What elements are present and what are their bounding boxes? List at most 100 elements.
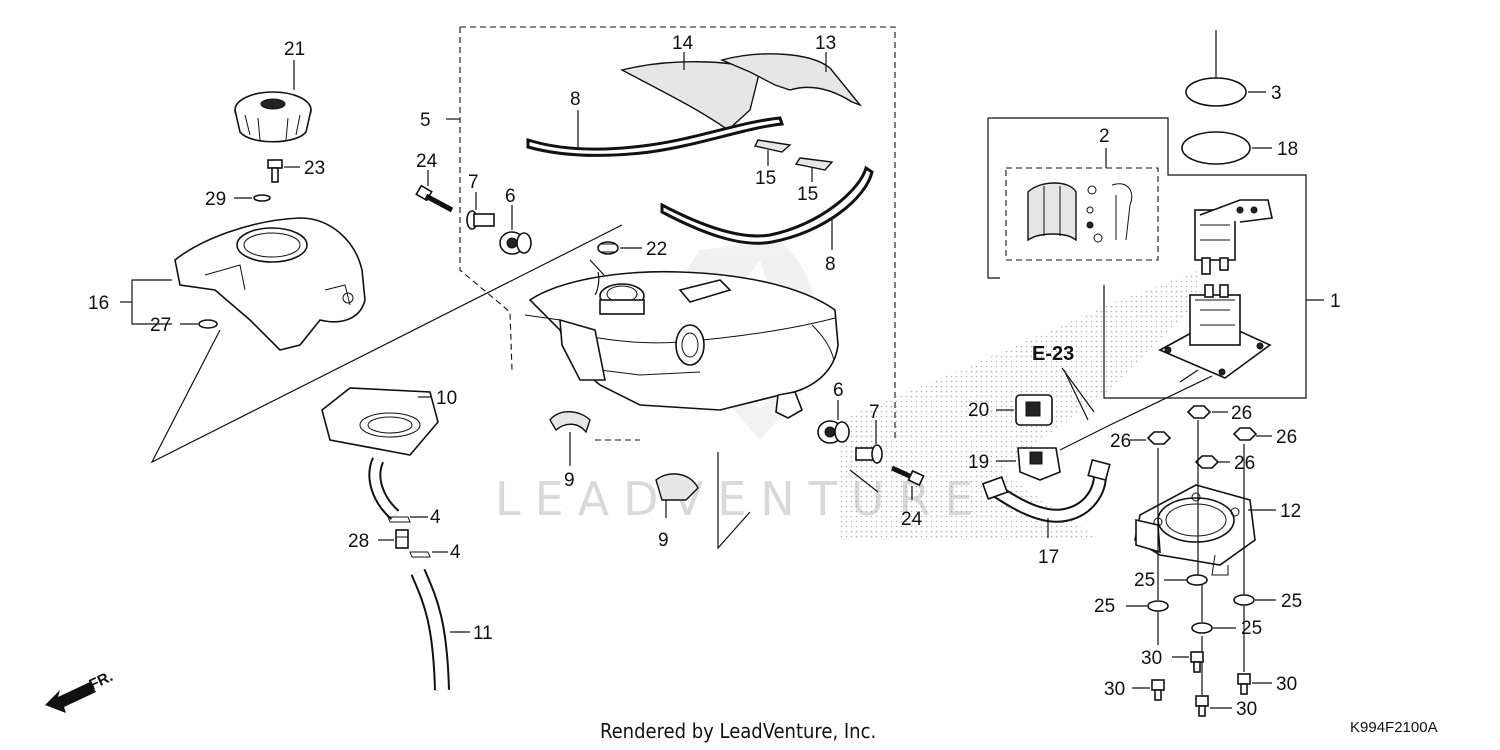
part-4-clip-upper (387, 516, 411, 523)
part-25-washer-c (1233, 594, 1255, 606)
callout-18: 18 (1277, 139, 1298, 160)
part-27-washer (198, 319, 218, 329)
callout-25a: 25 (1134, 570, 1155, 591)
callout-29: 29 (205, 189, 226, 210)
callout-9a: 9 (564, 470, 575, 491)
callout-4b: 4 (450, 542, 461, 563)
callout-7b: 7 (869, 402, 880, 423)
callout-14: 14 (672, 33, 694, 54)
callout-1: 1 (1330, 291, 1341, 312)
part-17-fuel-hose (981, 458, 1111, 523)
part-4-clip-lower (409, 551, 431, 558)
reference-label-e23: E-23 (1032, 343, 1074, 365)
part-6-grommet-right (817, 420, 850, 444)
fuel-pump-upper (1194, 199, 1273, 275)
callout-8a: 8 (570, 89, 581, 110)
callout-2: 2 (1099, 126, 1110, 147)
part-18-ring (1181, 131, 1251, 165)
callout-20: 20 (968, 400, 989, 421)
callout-7a: 7 (468, 172, 479, 193)
leader-triangle (150, 224, 623, 464)
callout-4a: 4 (430, 507, 441, 528)
part-26-nut-d (1194, 455, 1220, 469)
part-2-filter-kit (1027, 182, 1133, 243)
part-30-bolt-d (1195, 695, 1209, 717)
front-direction-arrow (45, 682, 96, 713)
callout-3: 3 (1271, 83, 1282, 104)
callout-11: 11 (473, 623, 493, 644)
callout-24a: 24 (416, 151, 438, 172)
callout-15a: 15 (755, 168, 776, 189)
callout-21: 21 (284, 39, 305, 60)
part-8-strip-lower (660, 165, 874, 245)
part-7-collar-right (855, 444, 883, 464)
callout-22: 22 (646, 239, 667, 260)
callout-9b: 9 (658, 530, 669, 551)
callout-26a: 26 (1231, 403, 1252, 424)
callout-27: 27 (150, 315, 171, 336)
diagram-code: K994F2100A (1350, 719, 1438, 736)
part-30-bolt-c (1237, 673, 1251, 695)
callout-10: 10 (436, 388, 457, 409)
callout-26b: 26 (1110, 431, 1131, 452)
part-20-bracket (1015, 394, 1053, 426)
footer-credit: Rendered by LeadVenture, Inc. (600, 719, 876, 743)
part-24-bolt-right (890, 465, 925, 487)
callout-30c: 30 (1276, 674, 1297, 695)
callout-25d: 25 (1241, 618, 1262, 639)
part-26-nut-b (1146, 431, 1172, 445)
callout-30a: 30 (1141, 648, 1162, 669)
callout-23: 23 (304, 158, 325, 179)
callout-28: 28 (348, 531, 369, 552)
part-22-grommet (597, 241, 619, 255)
front-direction-label: FR. (87, 668, 116, 694)
part-28-joint (395, 529, 409, 549)
part-11-hose (410, 568, 450, 691)
part-9-cushion-upper (549, 411, 591, 434)
callout-19: 19 (968, 452, 989, 473)
callout-24b: 24 (901, 509, 923, 530)
callout-6b: 6 (833, 380, 844, 401)
callout-30b: 30 (1104, 679, 1125, 700)
group-5-outline (459, 26, 896, 441)
callout-13: 13 (815, 33, 836, 54)
part-25-washer-d (1191, 622, 1213, 634)
callout-16: 16 (88, 293, 109, 314)
part-14-pad (620, 61, 761, 131)
part-3-ring (1185, 77, 1247, 107)
callout-5: 5 (420, 110, 431, 131)
part-24-bolt-left (415, 184, 454, 213)
callout-8b: 8 (825, 254, 836, 275)
part-6-grommet-left (499, 231, 532, 255)
part-19-clamp (1017, 447, 1061, 481)
part-8-strip-upper (526, 116, 785, 157)
part-10-tray (321, 387, 439, 456)
part-15-pad-a (753, 139, 792, 153)
part-26-nut-c (1232, 427, 1258, 441)
fuel-tank (524, 270, 839, 419)
part-25-washer-a (1186, 574, 1208, 586)
fuel-pump-flange (1158, 284, 1272, 383)
callout-25b: 25 (1094, 596, 1115, 617)
group-2-outline (1005, 167, 1159, 261)
part-30-bolt-a (1190, 651, 1204, 673)
part-29-washer (253, 194, 271, 202)
callout-12: 12 (1280, 501, 1301, 522)
part-16-tank-cover (174, 217, 366, 351)
part-9-cushion-lower (655, 473, 699, 501)
part-23-bolt (267, 159, 283, 183)
callout-6a: 6 (505, 186, 516, 207)
part-21-fuel-cap (181, 64, 312, 143)
callout-25c: 25 (1281, 591, 1302, 612)
part-30-bolt-b (1151, 679, 1165, 701)
part-7-collar-left (466, 210, 495, 230)
callout-17: 17 (1038, 547, 1059, 568)
part-15-pad-b (794, 157, 834, 171)
part-26-nut-a (1186, 405, 1212, 419)
callout-15b: 15 (797, 184, 818, 205)
part-25-washer-b (1147, 600, 1169, 612)
callout-30d: 30 (1236, 699, 1257, 720)
part-12-setting-plate (1134, 484, 1256, 576)
callout-26c: 26 (1276, 427, 1297, 448)
